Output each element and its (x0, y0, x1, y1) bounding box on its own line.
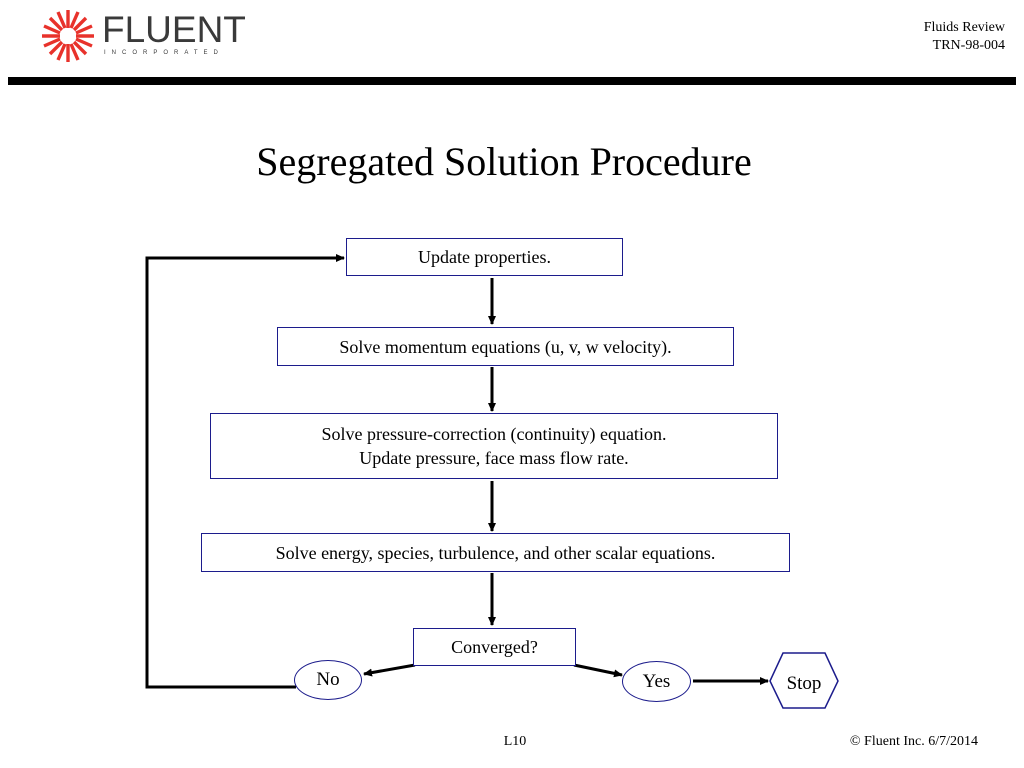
solve-momentum-text: Solve momentum equations (u, v, w veloci… (339, 336, 672, 357)
fluent-starburst-icon (42, 10, 94, 62)
stop-text: Stop (786, 673, 822, 694)
no-oval: No (294, 660, 362, 700)
solve-scalars-text: Solve energy, species, turbulence, and o… (275, 542, 716, 563)
slide-title: Segregated Solution Procedure (256, 139, 752, 184)
header-divider (8, 77, 1016, 85)
copyright-notice: © Fluent Inc. 6/7/2014 (849, 734, 978, 749)
logo-wordmark: FLUENT (102, 9, 246, 50)
solve-scalars-box: Solve energy, species, turbulence, and o… (201, 533, 790, 572)
course-name: Fluids Review (923, 20, 1005, 35)
logo-subtitle: INCORPORATED (104, 50, 224, 56)
loop-back-connector (145, 254, 345, 689)
solve-pressure-line2: Update pressure, face mass flow rate. (359, 448, 629, 468)
converged-text: Converged? (451, 637, 538, 657)
page-number: L10 (503, 734, 527, 749)
update-properties-text: Update properties. (418, 247, 551, 267)
solve-pressure-box: Solve pressure-correction (continuity) e… (210, 413, 778, 479)
yes-text: Yes (642, 670, 671, 692)
no-text: No (316, 669, 340, 690)
yes-oval: Yes (622, 661, 691, 702)
arrow-converged-to-yes (573, 663, 623, 678)
converged-box: Converged? (413, 628, 576, 666)
fluent-logo: FLUENT INCORPORATED (40, 8, 246, 64)
update-properties-box: Update properties. (346, 238, 623, 276)
solve-pressure-line1: Solve pressure-correction (continuity) e… (321, 424, 667, 444)
header-meta: Fluids Review TRN-98-004 (924, 19, 1005, 55)
stop-hexagon (769, 652, 839, 709)
solve-momentum-box: Solve momentum equations (u, v, w veloci… (277, 327, 734, 366)
arrow-converged-to-no (363, 663, 416, 677)
document-id: TRN-98-004 (932, 38, 1005, 53)
